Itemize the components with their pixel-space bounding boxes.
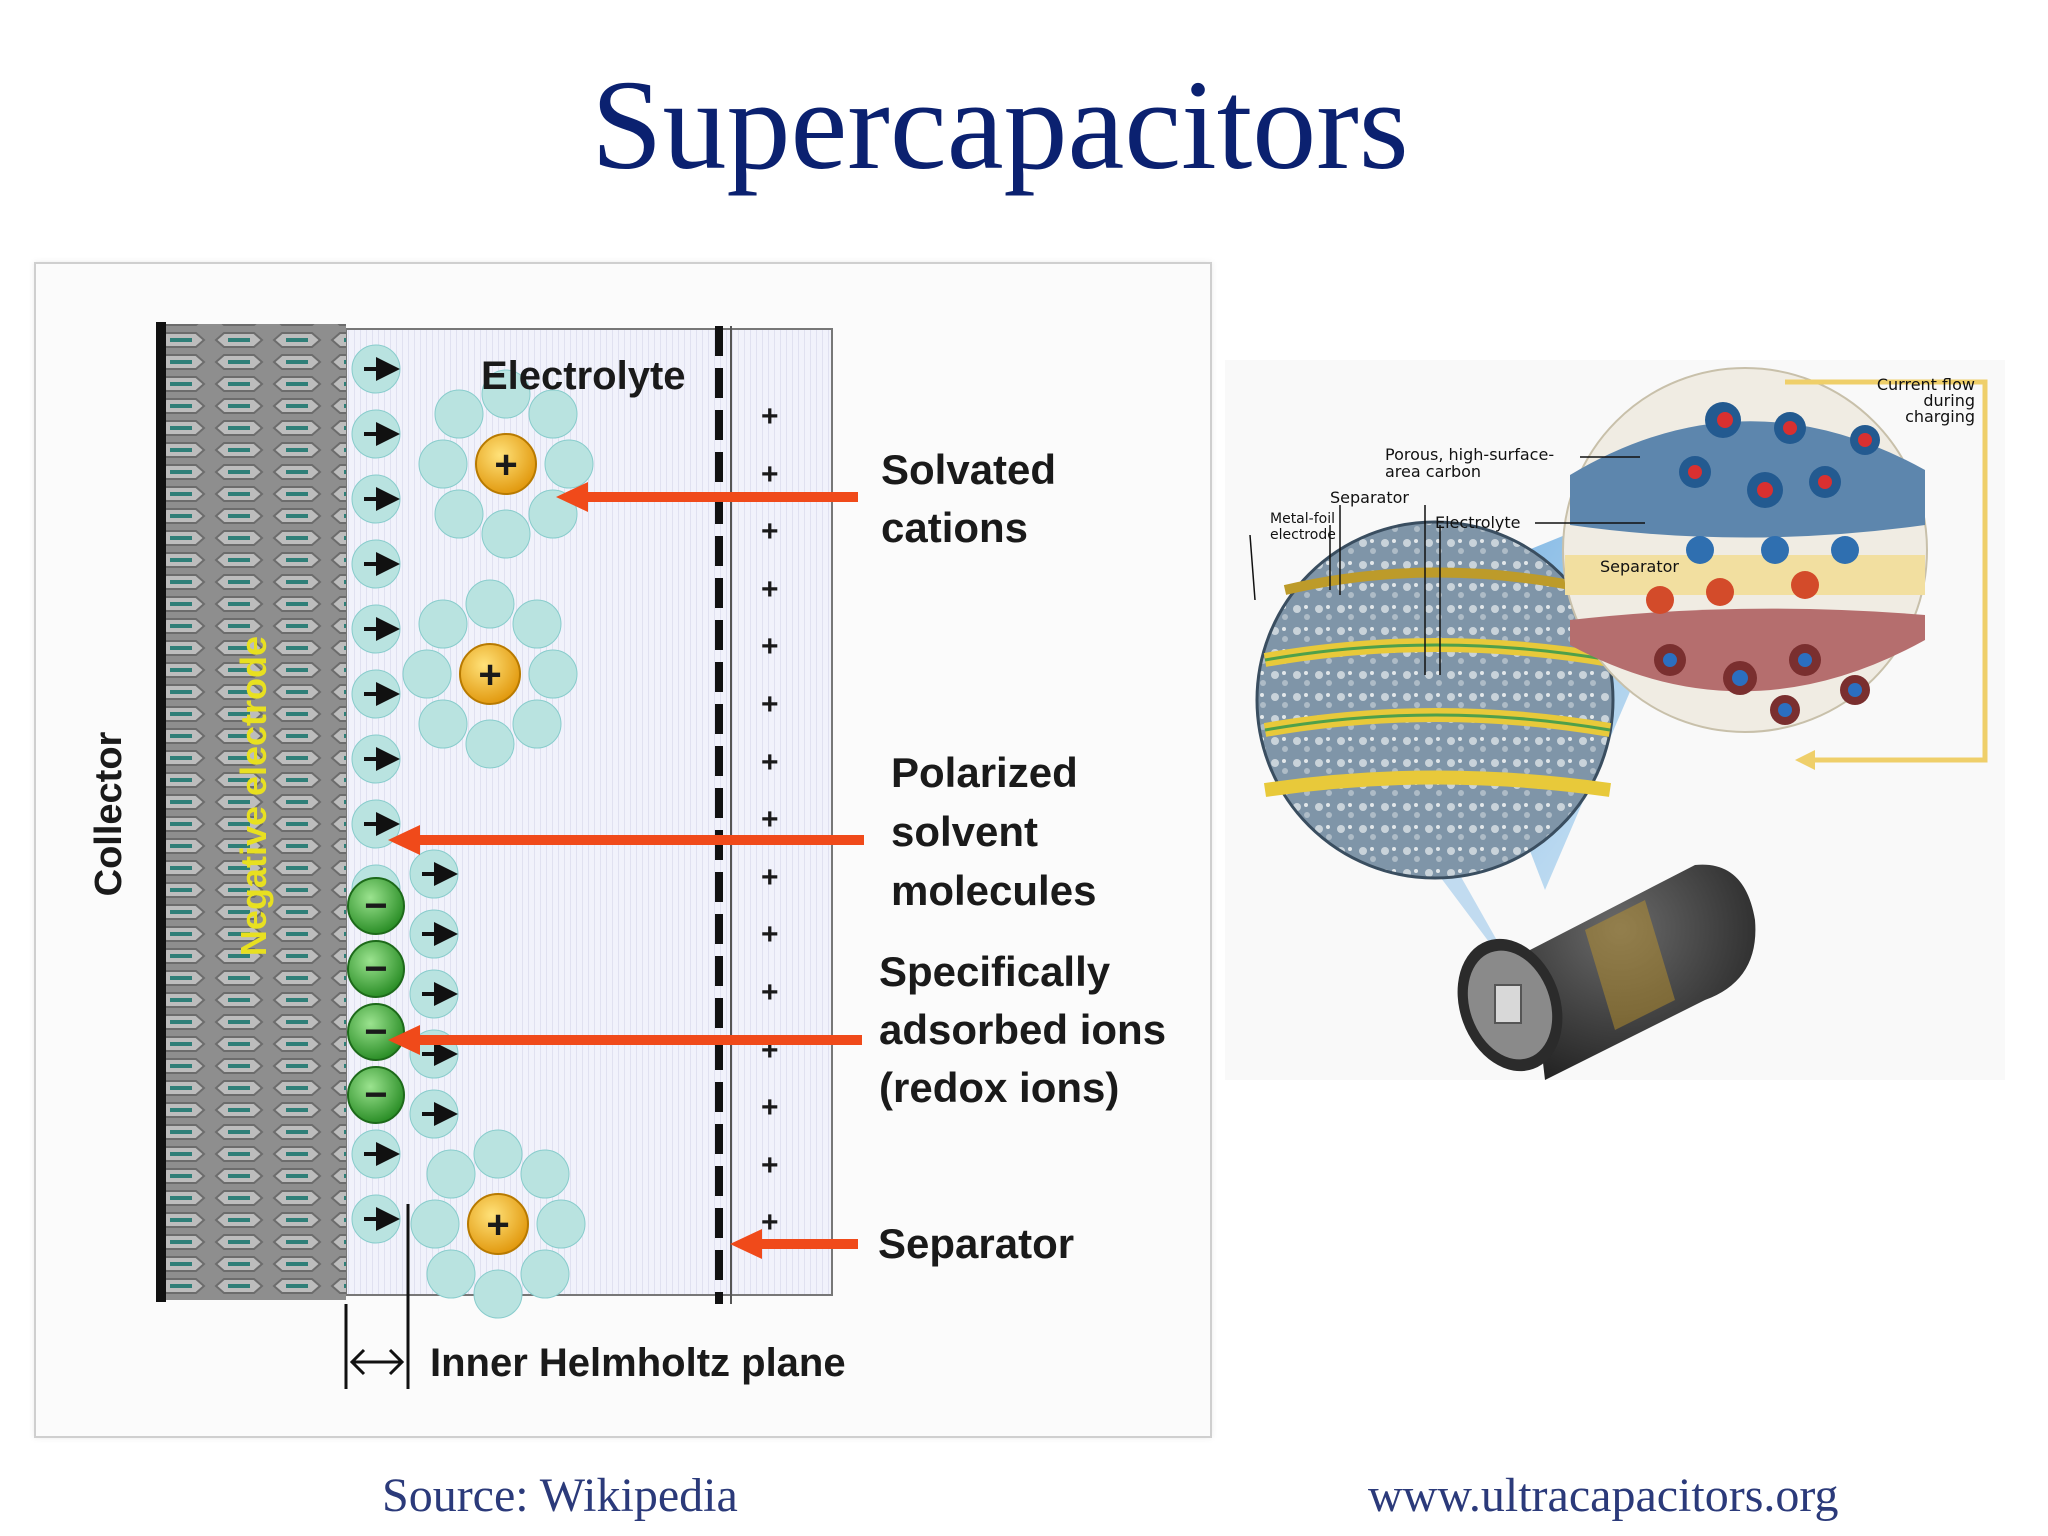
solvated-cation-2: + <box>402 579 578 769</box>
solvated-cation-3: + <box>410 1129 586 1319</box>
electrolyte-label: Electrolyte <box>481 354 686 398</box>
label-arrows <box>388 482 864 1259</box>
svg-text:+: + <box>494 443 517 487</box>
svg-text:−: − <box>364 1073 387 1117</box>
slide-title: Supercapacitors <box>591 54 1409 196</box>
svg-text:Specifically: Specifically <box>879 948 1111 995</box>
capacitor-cylinder <box>1457 864 1756 1080</box>
collector-plate <box>156 322 166 1302</box>
svg-text:molecules: molecules <box>891 867 1096 914</box>
adsorbed-ions-label: Specifically adsorbed ions (redox ions) <box>879 948 1166 1111</box>
svg-text:+: + <box>761 976 779 1009</box>
svg-text:+: + <box>761 861 779 894</box>
svg-text:+: + <box>761 458 779 491</box>
electrolyte-right-label: Electrolyte <box>1435 513 1521 532</box>
double-layer-svg: + + + + + + + + + + + + + + + <box>88 322 1166 1389</box>
svg-text:cations: cations <box>881 504 1028 551</box>
collector-label: Collector <box>88 731 130 896</box>
leader-lines <box>1249 456 1645 675</box>
svg-text:+: + <box>761 688 779 721</box>
svg-text:area carbon: area carbon <box>1385 462 1481 481</box>
svg-text:+: + <box>761 1149 779 1182</box>
svg-text:Polarized: Polarized <box>891 749 1078 796</box>
svg-text:−: − <box>364 884 387 928</box>
svg-text:+: + <box>478 653 501 697</box>
polarized-solvent-label: Polarized solvent molecules <box>891 749 1096 914</box>
solvated-cation-1: + <box>418 369 594 559</box>
svg-text:(redox ions): (redox ions) <box>879 1064 1119 1111</box>
svg-text:+: + <box>761 573 779 606</box>
electrode-stack-zoom <box>1255 520 1615 880</box>
solvated-cations-label: Solvated cations <box>881 446 1056 551</box>
svg-text:−: − <box>364 947 387 991</box>
svg-text:Solvated: Solvated <box>881 446 1056 493</box>
negative-electrode-label: Negative electrode <box>233 636 274 956</box>
double-layer-diagram: + + + + + + + + + + + + + + + <box>34 262 1212 1438</box>
pore-zoom <box>1562 367 1928 733</box>
helmholtz-label: Inner Helmholtz plane <box>430 1341 846 1385</box>
svg-text:+: + <box>761 803 779 836</box>
separator-label: Separator <box>878 1220 1074 1267</box>
svg-text:+: + <box>761 630 779 663</box>
negative-electrode <box>161 324 346 1300</box>
svg-text:+: + <box>761 1091 779 1124</box>
positive-charges: + + + + + + + + + + + + + + + <box>761 400 779 1239</box>
current-flow-loop <box>1785 379 1988 763</box>
svg-text:+: + <box>761 515 779 548</box>
current-flow-label: Current flow during charging <box>1877 375 1975 426</box>
svg-text:+: + <box>761 400 779 433</box>
svg-text:+: + <box>761 918 779 951</box>
source-credit-right: www.ultracapacitors.org <box>1368 1469 1839 1522</box>
svg-text:adsorbed ions: adsorbed ions <box>879 1006 1166 1053</box>
svg-text:Porous, high-surface-: Porous, high-surface- <box>1385 445 1554 464</box>
svg-text:charging: charging <box>1905 407 1975 426</box>
adsorbed-anions: − − − − <box>347 877 405 1124</box>
svg-text:+: + <box>761 746 779 779</box>
svg-text:Current flow: Current flow <box>1877 375 1975 394</box>
svg-text:−: − <box>364 1010 387 1054</box>
svg-text:Metal-foil: Metal-foil <box>1270 511 1335 527</box>
svg-text:solvent: solvent <box>891 808 1038 855</box>
ultracapacitor-svg: Porous, high-surface- area carbon Separa… <box>1249 367 1988 1080</box>
source-credit-left: Source: Wikipedia <box>382 1469 738 1522</box>
svg-text:+: + <box>486 1203 509 1247</box>
porous-carbon-label: Porous, high-surface- area carbon <box>1385 445 1554 481</box>
separator-right-label: Separator <box>1330 488 1409 507</box>
svg-text:during: during <box>1923 391 1975 410</box>
solvent-molecule-column <box>351 344 459 1244</box>
svg-text:+: + <box>761 1206 779 1239</box>
metal-foil-label: Metal-foil electrode <box>1270 511 1336 543</box>
helmholtz-marker <box>344 1204 410 1389</box>
svg-text:electrode: electrode <box>1270 527 1336 543</box>
separator-inner-label: Separator <box>1600 557 1679 576</box>
ultracapacitor-cell-illustration: Porous, high-surface- area carbon Separa… <box>1225 360 2005 1080</box>
